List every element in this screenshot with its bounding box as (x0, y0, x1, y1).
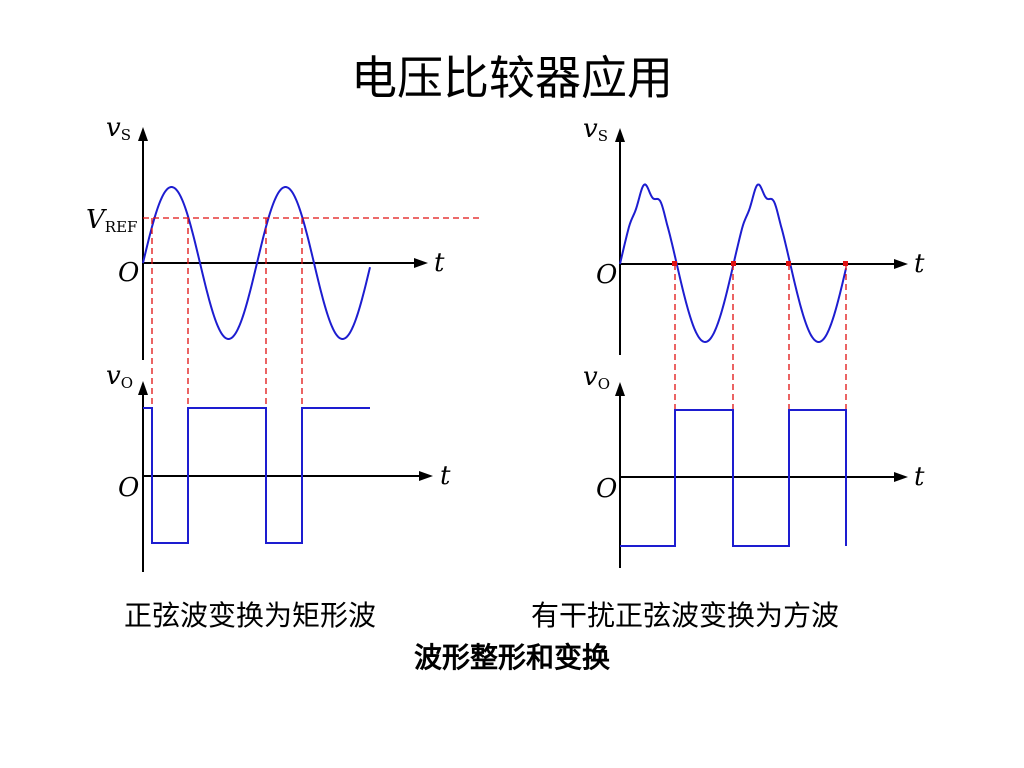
left-panel: vS VREF O t vO O t (86, 113, 480, 572)
left-input-label: vS (106, 113, 131, 144)
left-input-y-arrow (138, 127, 148, 141)
vref-label: VREF (86, 205, 137, 236)
zero-crossing-marker (843, 261, 848, 266)
right-input-y-arrow (615, 128, 625, 142)
right-input-time-label: t (914, 249, 925, 279)
right-square-wave (620, 409, 847, 547)
left-input-x-arrow (414, 258, 428, 268)
caption-noisy-sine-to-square: 有干扰正弦波变换为方波 (531, 599, 840, 632)
caption-waveform-shaping: 波形整形和变换 (413, 641, 610, 674)
slide-title: 电压比较器应用 (351, 51, 673, 105)
zero-crossing-marker (786, 261, 791, 266)
right-input-x-arrow (894, 259, 908, 269)
right-input-origin-label: O (596, 260, 617, 290)
right-panel: vS O t vO O t (583, 114, 925, 568)
left-output-y-arrow (138, 381, 148, 395)
left-output-label: vO (106, 361, 133, 392)
zero-crossing-marker (731, 261, 736, 266)
left-output-time-label: t (440, 461, 451, 491)
right-output-origin-label: O (596, 474, 617, 504)
left-rectangular-wave (143, 407, 370, 544)
left-output-x-arrow (419, 471, 433, 481)
left-sine-wave (142, 186, 371, 340)
right-input-label: vS (583, 114, 608, 145)
caption-sine-to-rectangular: 正弦波变换为矩形波 (124, 599, 377, 632)
left-input-time-label: t (434, 248, 445, 278)
right-output-y-arrow (615, 382, 625, 396)
zero-crossing-marker (672, 261, 677, 266)
left-output-origin-label: O (118, 473, 139, 503)
right-output-time-label: t (914, 462, 925, 492)
right-output-x-arrow (894, 472, 908, 482)
left-input-origin-label: O (118, 258, 139, 288)
right-output-label: vO (583, 362, 610, 393)
